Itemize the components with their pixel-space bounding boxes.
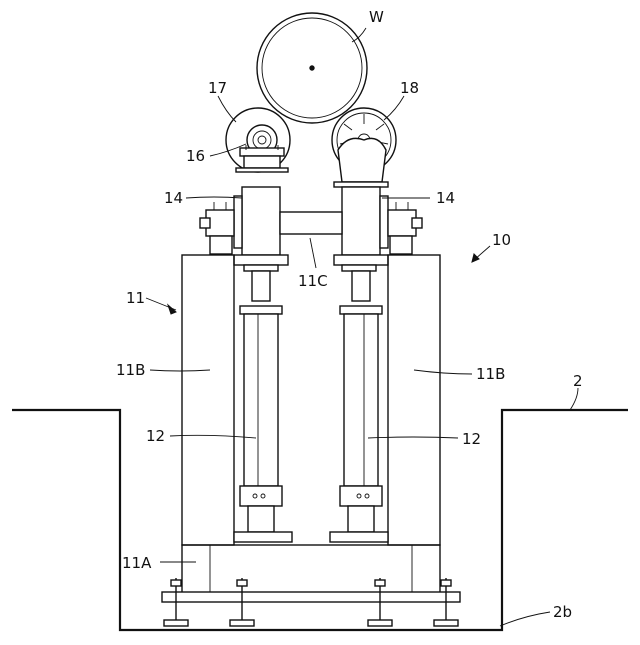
- label-14-right: 14: [436, 189, 455, 207]
- label-11a: 11A: [122, 554, 152, 572]
- label-11b-left: 11B: [116, 361, 145, 379]
- label-2b: 2b: [553, 603, 572, 621]
- label-w: W: [369, 8, 384, 26]
- cylinder-12-left: [240, 271, 282, 532]
- label-11: 11: [126, 289, 145, 307]
- side-bracket-right: [388, 202, 422, 254]
- label-14-left: 14: [164, 189, 183, 207]
- cross-beam-11c: [280, 212, 342, 234]
- label-11c: 11C: [298, 272, 328, 290]
- label-10: 10: [492, 231, 511, 249]
- base-11a: [162, 532, 460, 602]
- cylinder-12-right: [340, 271, 382, 532]
- side-bracket-left: [200, 202, 234, 254]
- label-12-right: 12: [462, 430, 481, 448]
- label-11b-right: 11B: [476, 365, 505, 383]
- label-17: 17: [208, 79, 227, 97]
- roller-18: [332, 108, 396, 187]
- frame-11b-left: [182, 255, 234, 545]
- label-12-left: 12: [146, 427, 165, 445]
- label-16: 16: [186, 147, 205, 165]
- label-18: 18: [400, 79, 419, 97]
- label-2: 2: [573, 372, 583, 390]
- wheel-w: [257, 13, 367, 123]
- frame-11b-right: [388, 255, 440, 545]
